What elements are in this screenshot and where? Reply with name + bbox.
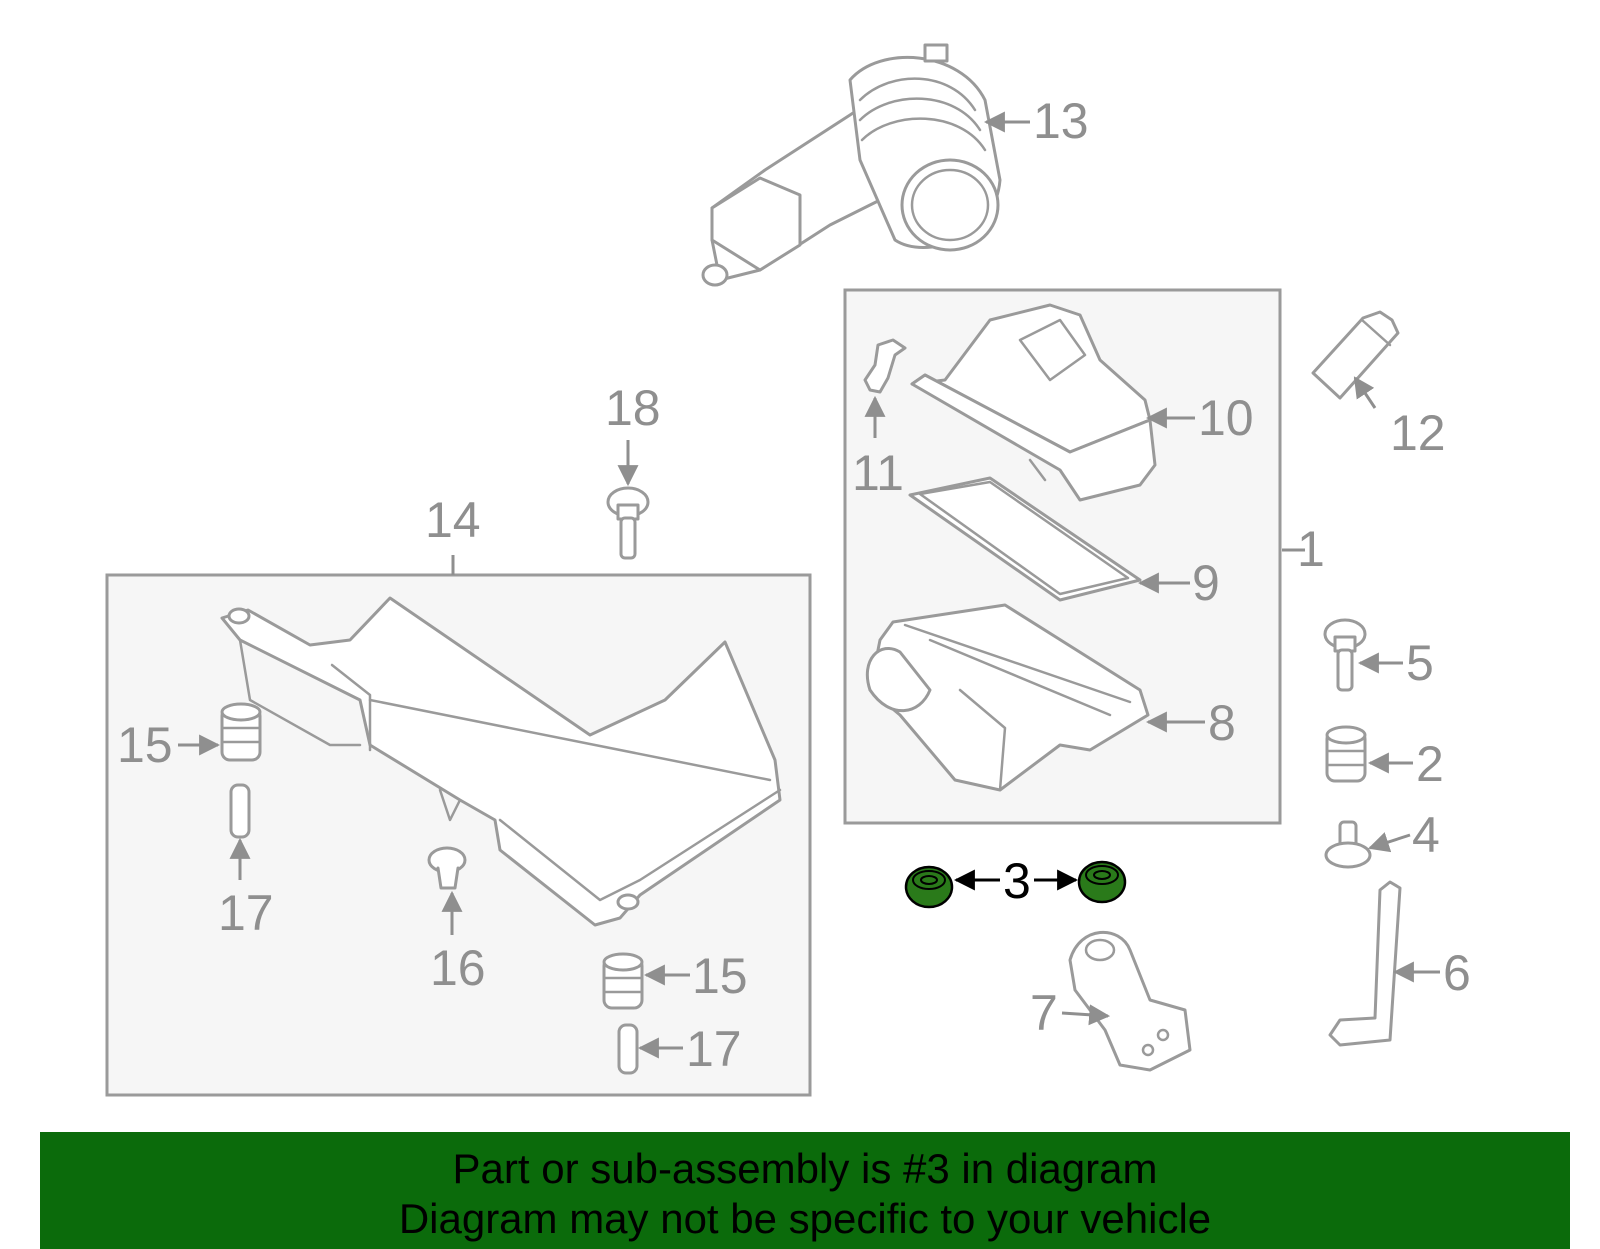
callout-11: 11 <box>852 445 904 501</box>
callout-12: 12 <box>1390 405 1446 461</box>
callout-5: 5 <box>1406 635 1434 691</box>
part-15-bottom-grommet <box>602 952 644 1010</box>
part-16-push-pin <box>427 846 467 890</box>
callout-2: 2 <box>1416 736 1444 792</box>
info-banner: Part or sub-assembly is #3 in diagram Di… <box>40 1132 1570 1249</box>
callout-8: 8 <box>1208 695 1236 751</box>
callout-18: 18 <box>605 380 661 436</box>
callout-14: 14 <box>425 492 481 548</box>
callout-10: 10 <box>1198 390 1254 446</box>
part-14-air-cleaner-assembly <box>220 596 782 927</box>
callout-7: 7 <box>1030 985 1058 1041</box>
part-7-bracket <box>1068 930 1192 1072</box>
part-8-air-cleaner-housing <box>865 603 1150 792</box>
part-18-bolt <box>606 486 650 560</box>
part-4-screw <box>1324 820 1372 869</box>
part-13-intake-tube <box>701 43 1002 287</box>
callout-15-bottom: 15 <box>692 948 748 1004</box>
callout-3: 3 <box>1003 853 1031 909</box>
banner-disclaimer: Diagram may not be specific to your vehi… <box>398 1195 1212 1242</box>
part-17-left-pin <box>229 783 251 839</box>
part-10-air-cleaner-cover <box>910 303 1157 502</box>
part-6-bracket <box>1328 880 1402 1047</box>
callout-4: 4 <box>1412 807 1440 863</box>
callout-6: 6 <box>1443 945 1471 1001</box>
part-3-grommet-right <box>1077 860 1127 904</box>
part-12-sensor <box>1311 310 1400 400</box>
part-3-grommet-left <box>904 865 954 909</box>
part-17-bottom-pin <box>617 1023 639 1075</box>
callout-1: 1 <box>1297 521 1325 577</box>
part-2-grommet <box>1325 725 1367 783</box>
parts-diagram: 13 12 11 10 1 9 8 14 18 15 17 16 15 17 5… <box>105 43 1471 1097</box>
callout-9: 9 <box>1192 555 1220 611</box>
callout-17-left: 17 <box>218 885 274 941</box>
callout-15-left: 15 <box>117 717 173 773</box>
banner-part-note: Part or sub-assembly is #3 in diagram <box>452 1145 1158 1192</box>
callout-16: 16 <box>430 940 486 996</box>
part-11-clip <box>863 338 907 394</box>
callout-13: 13 <box>1033 93 1089 149</box>
part-15-left-grommet <box>220 702 262 762</box>
callout-17-bottom: 17 <box>686 1021 742 1077</box>
part-5-bolt <box>1323 618 1367 692</box>
